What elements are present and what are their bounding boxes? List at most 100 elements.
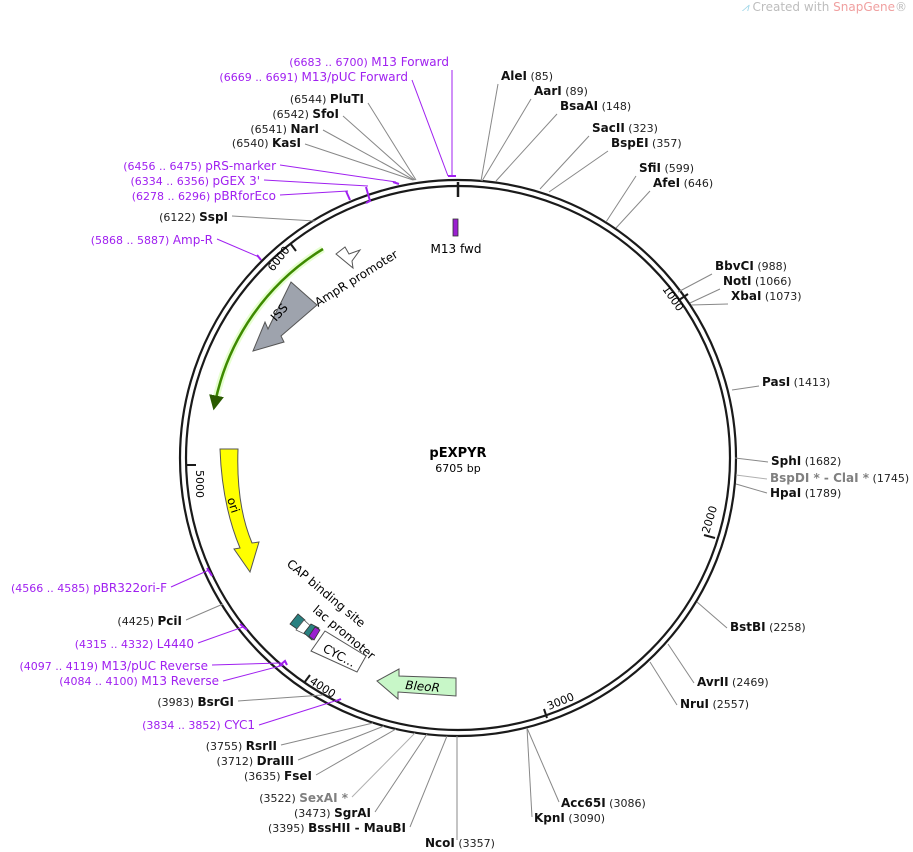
enzyme-label[interactable]: AfeI (646) [653,176,713,190]
primer-label[interactable]: (6334 .. 6356) pGEX 3' [130,174,260,188]
enzyme-name: BssHII - MauBI [308,821,406,835]
enzyme-label[interactable]: (3755) RsrII [206,739,277,753]
enzyme-leader-line [667,643,695,684]
enzyme-label[interactable]: SfiI (599) [639,161,694,175]
primer-label[interactable]: (6683 .. 6700) M13 Forward [289,55,449,69]
enzyme-label[interactable]: (3473) SgrAI [294,806,371,820]
enzyme-name: AarI [534,84,562,98]
enzyme-position: (6541) [250,123,290,136]
enzyme-position: (6544) [290,93,330,106]
enzyme-name: PasI [762,375,790,389]
enzyme-label[interactable]: HpaI (1789) [770,486,841,500]
tick-label-5000: 5000 [193,470,206,498]
enzyme-leader-line [526,727,533,818]
feature-lac-operator[interactable] [303,623,321,641]
enzyme-name: SphI [771,454,801,468]
plasmid-length: 6705 bp [435,462,480,475]
enzyme-position: (3357) [455,837,495,850]
feature-label-ori: ori [224,496,242,515]
enzyme-position: (6540) [232,137,272,150]
enzyme-label[interactable]: (3522) SexAI * [259,791,349,805]
enzyme-label[interactable]: AleI (85) [501,69,553,83]
primer-label[interactable]: (6278 .. 6296) pBRforEco [132,189,276,203]
tick-2000: 2000 [699,504,720,539]
plasmid-name: pEXPYR [429,446,486,461]
feature-ampr-promoter[interactable]: AmpR promoter [312,246,401,310]
enzyme-leader-line [605,175,637,223]
enzyme-leader-line [696,601,728,629]
enzyme-label[interactable]: XbaI (1073) [731,289,801,303]
primer-label[interactable]: (4084 .. 4100) M13 Reverse [59,674,219,688]
primer-range: (6456 .. 6475) [123,160,205,173]
enzyme-name: HpaI [770,486,801,500]
enzyme-label[interactable]: (6541) NarI [250,122,319,136]
enzyme-position: (1073) [761,290,801,303]
primer-label[interactable]: (6456 .. 6475) pRS-marker [123,159,276,173]
enzyme-leader-line [690,303,729,306]
feature-iss[interactable]: ISS [252,281,318,352]
enzyme-leader-line [481,98,532,182]
enzyme-label[interactable]: SphI (1682) [771,454,841,468]
primer-name: L4440 [157,637,194,651]
primer-label[interactable]: (5868 .. 5887) Amp-R [91,233,213,247]
primer-label[interactable]: (4315 .. 4332) L4440 [75,637,194,651]
enzyme-label[interactable]: (3712) DraIII [217,754,294,768]
primer-leader-line [211,662,282,666]
enzyme-label[interactable]: (6540) KasI [232,136,301,150]
primer-range: (6683 .. 6700) [289,56,371,69]
primer-label[interactable]: (3834 .. 3852) CYC1 [142,718,255,732]
enzyme-name: KasI [272,136,301,150]
enzyme-position: (3473) [294,807,334,820]
enzyme-label[interactable]: NotI (1066) [723,274,792,288]
enzyme-position: (148) [598,100,631,113]
primer-range: (5868 .. 5887) [91,234,173,247]
enzyme-label[interactable]: Acc65I (3086) [561,796,646,810]
enzyme-label[interactable]: (6122) SspI [159,210,228,224]
tick-label-4000: 4000 [307,675,338,701]
enzyme-label[interactable]: (3395) BssHII - MauBI [268,821,406,835]
enzyme-label[interactable]: BbvCI (988) [715,259,787,273]
primer-range: (4315 .. 4332) [75,638,157,651]
primer-label[interactable]: (4097 .. 4119) M13/pUC Reverse [19,659,208,673]
enzyme-label[interactable]: (3635) FseI [244,769,312,783]
enzyme-label[interactable]: (4425) PciI [117,614,182,628]
enzyme-label[interactable]: AvrII (2469) [697,675,769,689]
enzyme-label[interactable]: BstBI (2258) [730,620,806,634]
enzyme-label[interactable]: NcoI (3357) [425,836,495,850]
enzyme-name: SexAI * [299,791,348,805]
enzyme-label[interactable]: AarI (89) [534,84,588,98]
primer-label[interactable]: (4566 .. 4585) pBR322ori-F [11,581,167,595]
enzyme-label[interactable]: SacII (323) [592,121,658,135]
enzyme-name: AvrII [697,675,729,689]
enzyme-label[interactable]: PasI (1413) [762,375,830,389]
enzyme-name: KpnI [534,811,565,825]
enzyme-label[interactable]: (6544) PluTI [290,92,364,106]
enzyme-leader-line [409,735,448,828]
enzyme-position: (357) [649,137,682,150]
feature-bleor[interactable]: BleoR [376,668,457,701]
enzyme-name: SgrAI [334,806,371,820]
enzyme-leader-line [315,728,397,776]
enzyme-label[interactable]: BsaAI (148) [560,99,631,113]
enzyme-position: (1682) [801,455,841,468]
enzyme-name: BstBI [730,620,766,634]
enzyme-label[interactable]: BspEI (357) [611,136,682,150]
primer-label[interactable]: (6669 .. 6691) M13/pUC Forward [219,70,408,84]
enzyme-leader-line [185,603,224,621]
primer-name: pBRforEco [214,189,276,203]
enzyme-label[interactable]: KpnI (3090) [534,811,605,825]
enzyme-label[interactable]: (6542) SfoI [272,107,339,121]
enzyme-leader-line [735,483,768,494]
feature-ampr[interactable] [209,246,325,411]
enzyme-name: SacII [592,121,625,135]
enzyme-name: FseI [284,769,312,783]
enzyme-leader-line [731,385,760,391]
enzyme-label[interactable]: NruI (2557) [680,697,749,711]
enzyme-label[interactable]: (3983) BsrGI [157,695,234,709]
feature-m13-fwd[interactable]: M13 fwd [431,218,482,256]
enzyme-position: (2557) [709,698,749,711]
enzyme-label[interactable]: BspDI * - ClaI * (1745) [770,471,909,485]
enzyme-name: BspEI [611,136,649,150]
feature-ori[interactable]: ori [219,448,260,574]
primer-leader-line [263,179,369,187]
